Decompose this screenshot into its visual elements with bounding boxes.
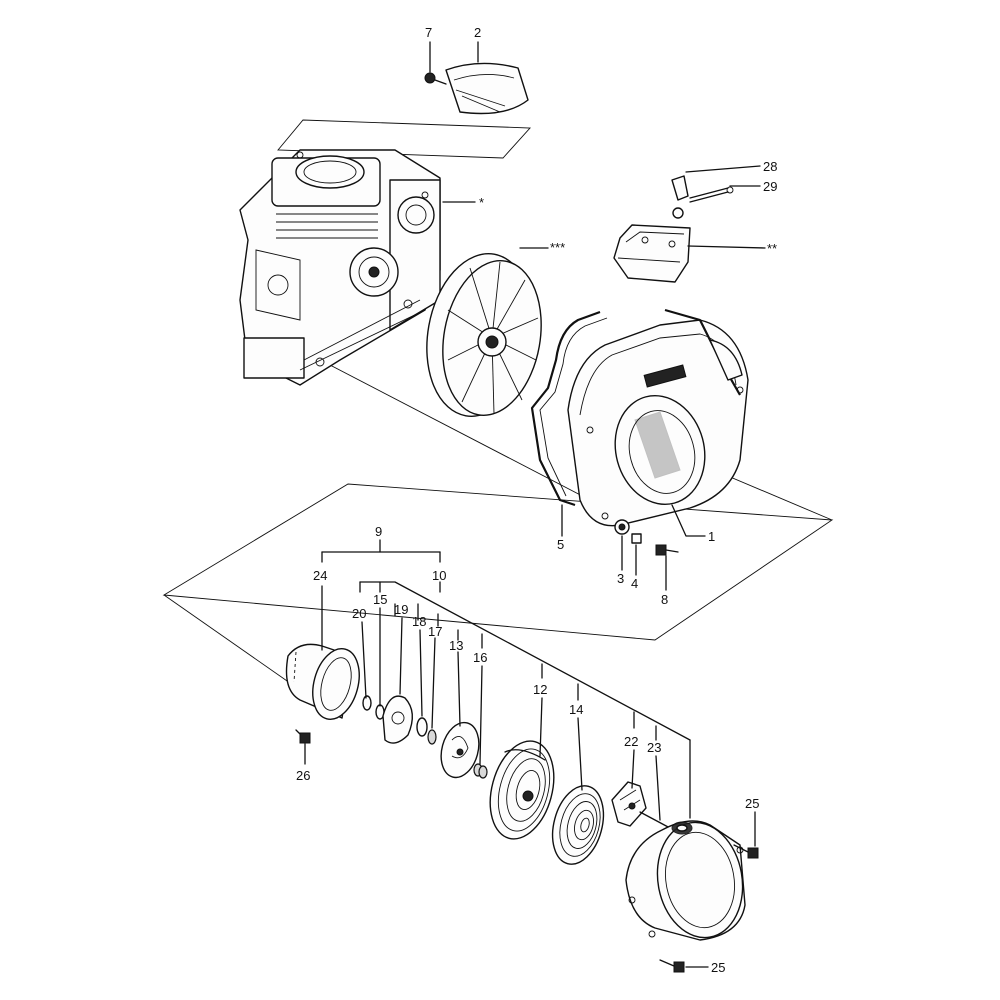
label-3: 3 — [617, 571, 624, 586]
label-star: * — [479, 195, 484, 210]
part-gasket — [530, 310, 608, 507]
label-29: 29 — [763, 179, 777, 194]
part-engine-block — [239, 149, 441, 386]
part-spring-16 — [473, 763, 488, 779]
label-25-lower: 25 — [711, 960, 725, 975]
label-star3: *** — [550, 240, 565, 255]
part-spring-14 — [551, 785, 605, 865]
part-top-cover — [424, 62, 529, 115]
label-8: 8 — [661, 592, 668, 607]
label-star2: ** — [767, 241, 777, 256]
label-7: 7 — [425, 25, 432, 40]
label-25-upper: 25 — [745, 796, 759, 811]
label-4: 4 — [631, 576, 638, 591]
label-23: 23 — [647, 740, 661, 755]
part-small-rings — [362, 695, 437, 745]
part-head-cover — [613, 175, 734, 283]
label-20: 20 — [352, 606, 366, 621]
label-9: 9 — [375, 524, 382, 539]
label-13: 13 — [449, 638, 463, 653]
leader-lines — [304, 41, 766, 968]
label-15: 15 — [373, 592, 387, 607]
label-24: 24 — [313, 568, 327, 583]
part-ratchet-13 — [440, 721, 480, 779]
part-bolt-26 — [295, 729, 311, 744]
label-18: 18 — [412, 614, 426, 629]
label-14: 14 — [569, 702, 583, 717]
part-labels: 7 2 * *** 28 29 ** 1 5 3 4 8 9 24 10 20 … — [296, 25, 777, 975]
label-1: 1 — [708, 529, 715, 544]
label-12: 12 — [533, 682, 547, 697]
part-flywheel — [426, 253, 542, 417]
part-fasteners-lower — [614, 519, 679, 556]
part-bolts-25 — [659, 844, 759, 973]
label-16: 16 — [473, 650, 487, 665]
part-blower-housing — [567, 308, 749, 527]
label-2: 2 — [474, 25, 481, 40]
part-reel-12 — [489, 740, 555, 840]
label-19: 19 — [394, 602, 408, 617]
part-handle-22 — [611, 781, 671, 829]
label-17: 17 — [428, 624, 442, 639]
part-starter-pulley-24 — [285, 643, 360, 720]
label-22: 22 — [624, 734, 638, 749]
label-26: 26 — [296, 768, 310, 783]
label-10: 10 — [432, 568, 446, 583]
part-starter-case — [625, 820, 746, 941]
label-5: 5 — [557, 537, 564, 552]
label-28: 28 — [763, 159, 777, 174]
